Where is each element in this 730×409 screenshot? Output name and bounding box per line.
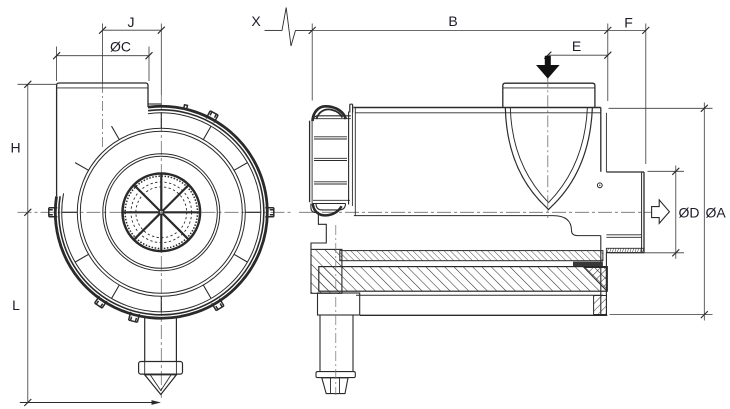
dim-D: [609, 165, 684, 259]
outlet-flow-arrow: [651, 198, 671, 225]
dim-C: [52, 46, 153, 81]
label-C: ØC: [110, 39, 131, 55]
dim-J: [98, 23, 166, 95]
dim-X: [264, 7, 313, 47]
label-E: E: [572, 38, 581, 54]
cover-latch-bottom: [311, 203, 343, 217]
break-symbol: [277, 7, 296, 47]
dim-B: [308, 23, 612, 101]
label-J: J: [128, 14, 135, 30]
side-service-cover: [308, 103, 354, 217]
dimension-annotations: [17, 7, 713, 407]
l-arrowhead: [151, 400, 161, 405]
front-rim-clips: [48, 103, 275, 324]
dim-L: [19, 212, 161, 407]
dim-H: [17, 80, 56, 217]
side-view: [299, 55, 652, 395]
front-spokes: [61, 112, 261, 312]
side-body-shell: [353, 106, 608, 316]
label-D: ØD: [679, 204, 700, 220]
side-inlet-deflector: [504, 107, 593, 211]
front-rim: [53, 104, 269, 320]
label-B: B: [448, 13, 457, 29]
dim-F: [607, 23, 650, 164]
front-view: [17, 82, 291, 398]
label-H: H: [10, 140, 20, 156]
label-X: X: [251, 13, 261, 29]
cover-latch-top: [311, 104, 348, 122]
side-vacuator-valve: [315, 225, 361, 395]
side-sump-profile: [310, 203, 327, 250]
dim-A: [608, 102, 713, 321]
label-A: ØA: [706, 204, 727, 220]
front-hub: [121, 172, 202, 253]
label-L: L: [12, 297, 20, 313]
dimension-labels: J ØC H L X B E F ØD ØA: [10, 13, 726, 313]
front-inlet-tube: [55, 82, 162, 197]
inlet-flow-arrow: [536, 55, 560, 79]
side-filter-element: [310, 248, 608, 316]
side-baffle: [353, 215, 601, 237]
label-F: F: [624, 15, 633, 31]
side-inlet-tube: [502, 82, 596, 108]
front-vacuator-valve: [138, 316, 184, 396]
